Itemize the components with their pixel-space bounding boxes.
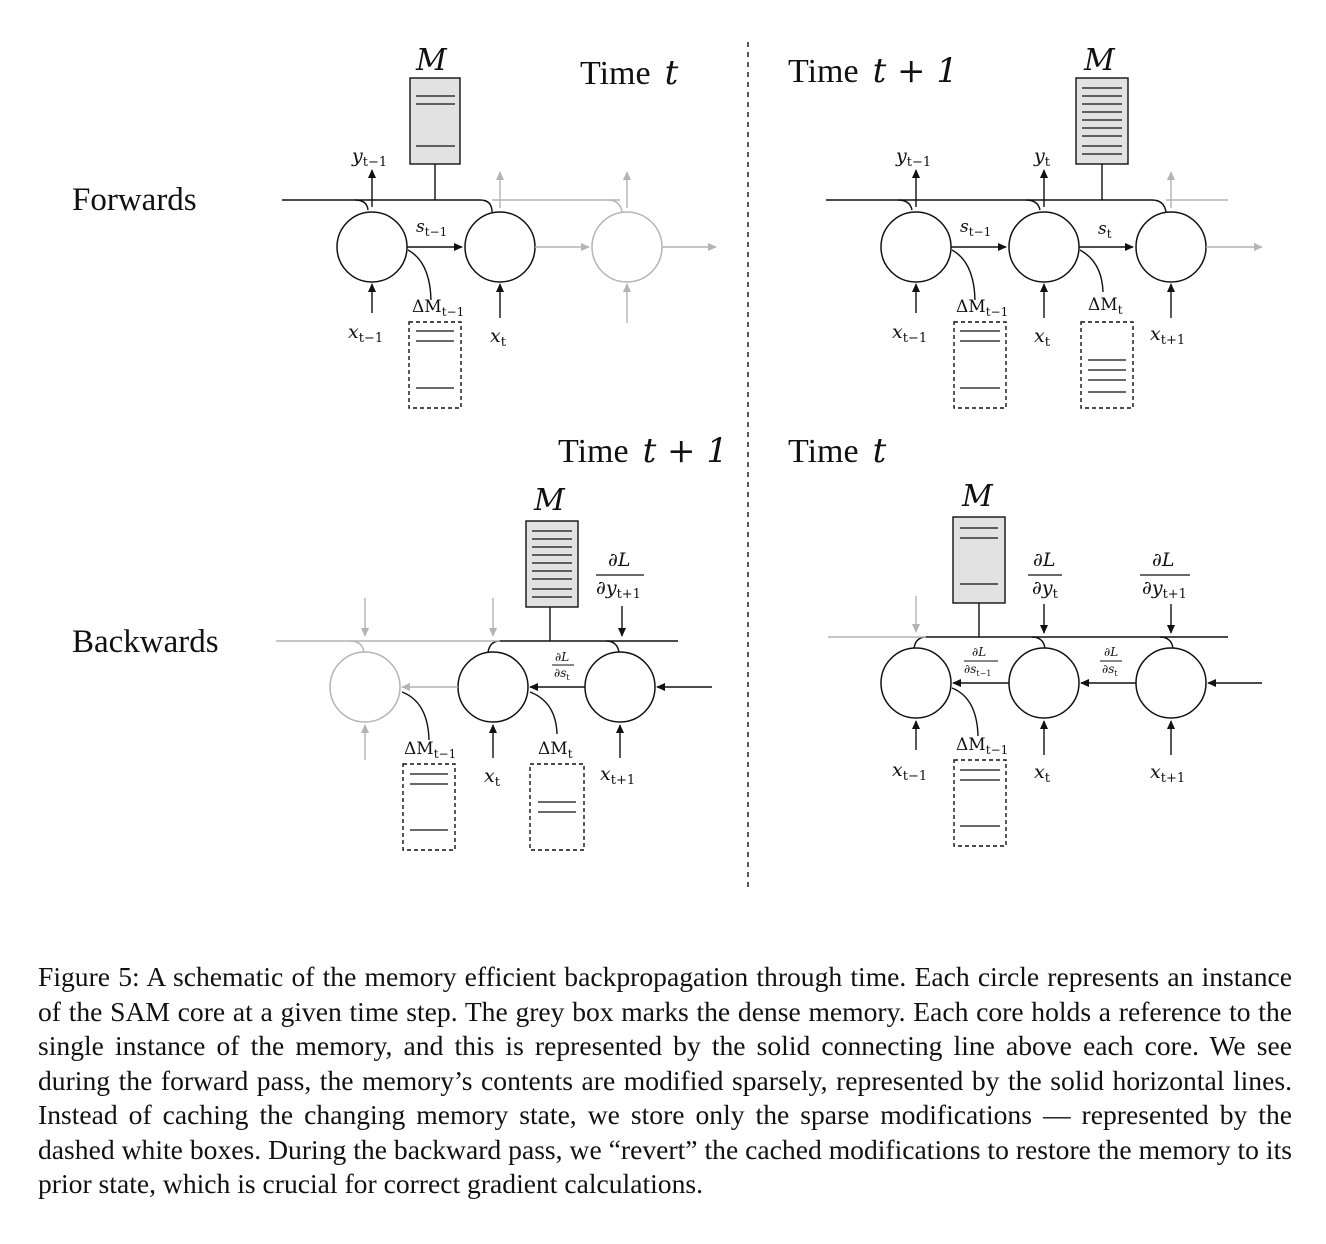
memory-reference-branch-past [349,640,365,653]
modification-link [951,687,979,737]
label-x-cur: xt [484,765,501,790]
panel-forward-time-t1: M [826,43,1263,409]
label-x-next: xt+1 [600,763,635,788]
memory-reference-line [826,199,1167,213]
label-dL-small: ∂L [1104,645,1118,659]
label-dy-next: ∂yt+1 [1142,577,1187,602]
label-ds-cur-small: ∂st [1102,662,1118,678]
label-dy-cur: ∂yt [1032,577,1059,602]
memory-reference-line [913,636,1228,649]
cached-modification-box [1080,321,1134,409]
label-y-prev: yt−1 [895,145,931,170]
memory-reference-branch-future [607,199,623,213]
label-x-prev: xt−1 [892,321,927,346]
label-y-cur: yt [1033,145,1051,170]
core-circle-t-1 [336,211,408,283]
cached-modification-box [402,763,456,851]
panel-backward-time-t1: M ∂L [276,483,712,851]
dense-memory-box [525,520,579,608]
memory-symbol: M [1083,43,1116,78]
label-dy-next: ∂yt+1 [596,577,641,602]
core-circle-t+1 [1135,211,1207,283]
label-x-cur: xt [490,325,507,350]
panel-backward-time-t: M ∂L ∂yt ∂L ∂yt+1 ∂L ∂ [828,479,1262,847]
memory-reference-line [282,199,493,213]
label-ds-cur-small: ∂st [554,666,570,682]
memory-reference-branch [605,640,620,653]
modification-link [401,691,430,741]
core-circle-t-1 [880,211,952,283]
figure-caption: Figure 5: A schematic of the memory effi… [38,961,1292,1199]
label-s-cur: st [1098,219,1112,241]
memory-reference-branch [354,199,369,211]
label-x-next: xt+1 [1150,323,1185,348]
label-x-cur: xt [1034,325,1051,350]
label-y-prev: yt−1 [351,145,387,170]
memory-symbol: M [961,479,994,514]
label-dL-small: ∂L [972,645,986,659]
modification-link [951,249,976,301]
core-circle-t+1 [1135,647,1207,719]
label-dm-prev: ΔMt−1 [404,739,456,761]
memory-reference-line [487,640,678,653]
core-circle-t-1 [880,647,952,719]
memory-reference-branch [897,199,913,211]
label-x-cur: xt [1034,761,1051,786]
label-s-prev: st−1 [416,217,447,239]
panel-forward-time-t: M yt−1 st−1 ΔMt−1 xt−1 xt [282,43,717,409]
core-circle-t [464,211,536,283]
dense-memory-box [409,77,461,165]
core-circle-t [1008,647,1080,719]
core-circle-t [457,651,529,723]
forwards-label: Forwards [72,182,197,218]
backwards-label: Backwards [72,624,219,660]
modification-link [407,249,432,301]
dense-memory-box [952,516,1006,604]
label-x-next: xt+1 [1150,761,1185,786]
modification-link [1079,249,1104,293]
label-dm-prev: ΔMt−1 [412,297,464,319]
cached-modification-box [953,321,1007,409]
label-dm-prev: ΔMt−1 [956,735,1008,757]
label-dm-cur: ΔMt [538,739,573,761]
core-circle-t-1 [329,651,401,723]
label-x-prev: xt−1 [892,759,927,784]
memory-symbol: M [415,43,448,78]
cached-modification-box [953,759,1007,847]
label-dm-prev: ΔMt−1 [956,297,1008,319]
dense-memory-box [1075,77,1129,165]
cached-modification-box [529,763,585,851]
label-ds-prev-small: ∂st−1 [964,662,991,678]
modification-link [529,691,558,735]
memory-symbol: M [533,483,566,518]
label-dL: ∂L [608,549,630,571]
label-dL: ∂L [1152,549,1174,571]
core-circle-t+1 [591,211,663,283]
core-circle-t [1008,211,1080,283]
memory-reference-branch [1031,636,1046,649]
label-s-prev: st−1 [960,217,991,239]
label-dL-small: ∂L [555,650,569,664]
memory-reference-branch [1159,636,1174,649]
label-dL: ∂L [1033,549,1055,571]
core-circle-t+1 [584,651,656,723]
label-x-prev: xt−1 [348,321,383,346]
cached-modification-box [408,321,462,409]
label-dm-cur: ΔMt [1088,295,1123,317]
memory-reference-branch [1025,199,1041,211]
